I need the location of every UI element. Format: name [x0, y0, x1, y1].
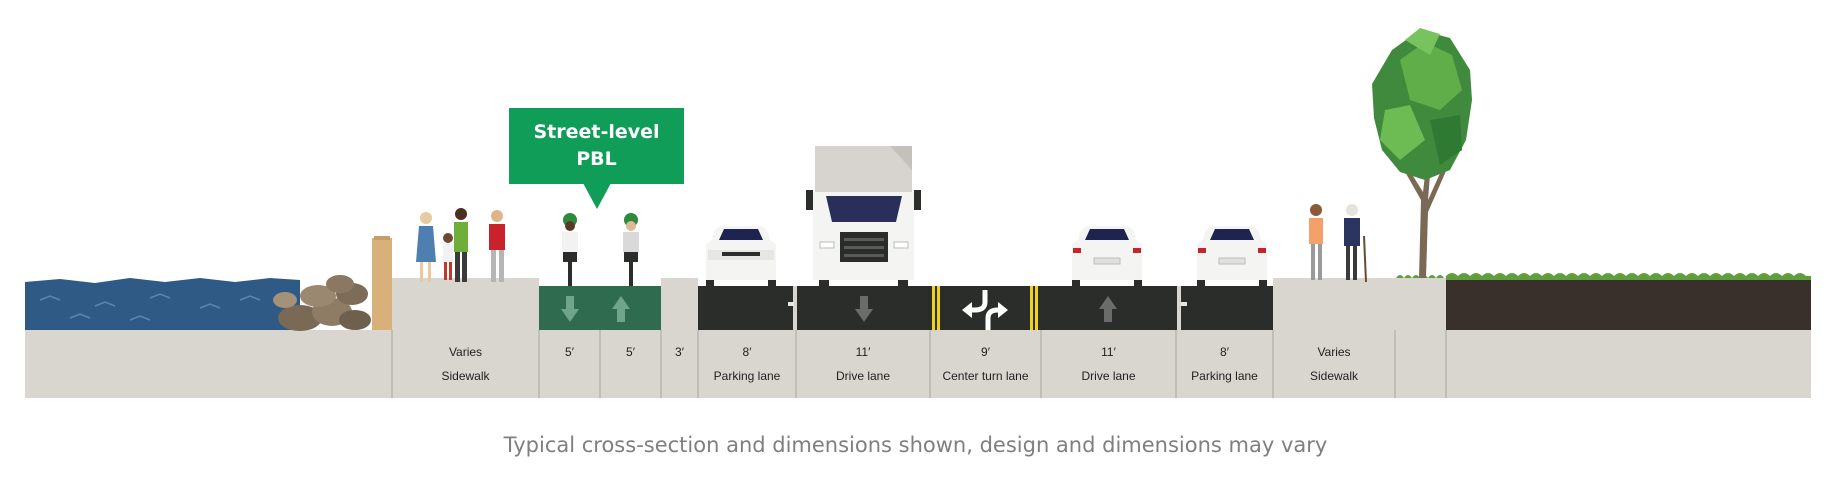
pedestrian-icon — [416, 212, 436, 282]
segment-width: Varies — [1317, 345, 1351, 359]
segment-name: Parking lane — [1191, 369, 1258, 383]
arrow-down-icon — [855, 296, 873, 322]
segment-width: 8′ — [1220, 345, 1229, 359]
grass-icon — [1396, 273, 1811, 280]
sidewalk-left-surface — [392, 278, 539, 330]
segment-bike-lane-1: 5′ — [539, 330, 600, 398]
segment-parking-left: 8′ Parking lane — [698, 330, 796, 398]
segment-name: Center turn lane — [942, 369, 1029, 383]
segment-name: Sidewalk — [441, 369, 490, 383]
truck-front-icon — [806, 146, 921, 286]
pedestrian-icon — [1344, 204, 1367, 283]
pedestrian-icon — [454, 208, 468, 282]
segment-width: 5′ — [626, 345, 635, 359]
segment-name: Drive lane — [1081, 369, 1136, 383]
segment-drive-left: 11′ Drive lane — [796, 330, 930, 398]
bike-lane-surface — [539, 286, 661, 330]
segment-width: 3′ — [675, 345, 684, 359]
car-rear-icon — [1072, 226, 1142, 286]
pedestrian-icon — [443, 233, 453, 280]
street-level-pbl-callout: Street-level PBL — [509, 108, 684, 184]
segment-name: Sidewalk — [1309, 369, 1359, 383]
sidewalk-right-surface — [1273, 278, 1446, 330]
segment-sidewalk-right: Varies Sidewalk — [1273, 330, 1395, 398]
segment-width: 5′ — [565, 345, 574, 359]
callout-line1: Street-level — [533, 121, 660, 143]
post-icon — [372, 238, 392, 330]
segment-drive-right: 11′ Drive lane — [1041, 330, 1176, 398]
rocks-icon — [273, 275, 371, 331]
segment-parking-right: 8′ Parking lane — [1176, 330, 1273, 398]
cyclist-icon — [562, 213, 578, 286]
callout-pointer — [583, 183, 611, 209]
soil-surface — [1446, 276, 1811, 330]
car-front-icon — [706, 226, 776, 286]
segment-width: 8′ — [742, 345, 752, 359]
car-rear-icon — [1197, 226, 1267, 286]
caption: Typical cross-section and dimensions sho… — [503, 433, 1328, 457]
segment-sidewalk-left: Varies Sidewalk — [392, 330, 539, 398]
segment-bike-lane-2: 5′ — [600, 330, 661, 398]
arrow-down-icon — [561, 296, 579, 322]
turn-arrows-icon — [962, 290, 1008, 330]
segment-width: Varies — [448, 345, 483, 359]
segment-width: 11′ — [1101, 345, 1116, 359]
buffer-surface — [661, 278, 698, 330]
segment-width: 11′ — [855, 345, 871, 359]
dimension-row: Varies Sidewalk 5′ 5′ 3′ 8′ Parking lane… — [0, 330, 1831, 398]
segment-buffer: 3′ — [661, 330, 698, 398]
ground-base — [25, 330, 1811, 398]
arrow-up-icon — [1099, 296, 1117, 322]
pedestrian-icon — [1309, 204, 1323, 280]
segment-name: Drive lane — [835, 369, 891, 383]
pedestrian-icon — [489, 210, 505, 282]
segment-width: 9′ — [981, 345, 990, 359]
cyclist-icon — [623, 213, 639, 286]
callout-line2: PBL — [576, 148, 617, 170]
water-icon — [25, 278, 300, 330]
segment-name: Parking lane — [713, 369, 781, 383]
tree-icon — [1372, 28, 1472, 278]
arrow-up-icon — [612, 296, 630, 322]
segment-center-turn: 9′ Center turn lane — [930, 330, 1041, 398]
